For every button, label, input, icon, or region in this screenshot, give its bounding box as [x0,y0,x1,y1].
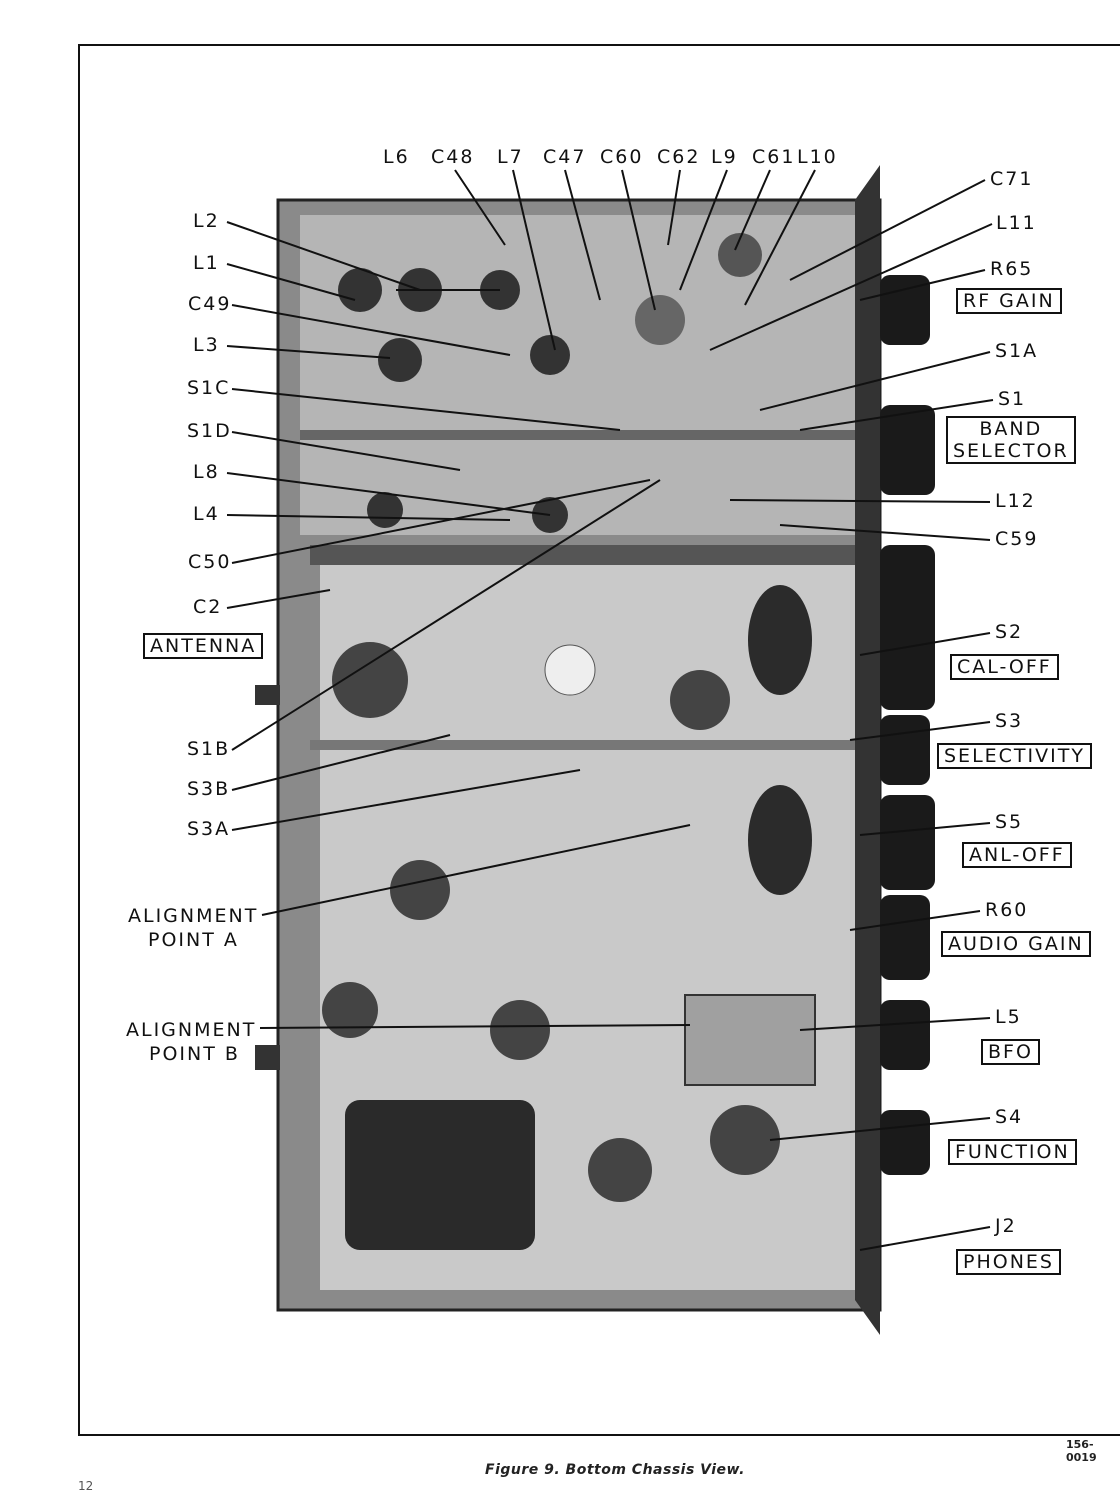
control-label-anl-off: ANL-OFF [962,842,1072,868]
leader-line [779,524,991,541]
leader-line [759,351,991,411]
callout-l6: L6 [383,146,410,168]
callout-s3a: S3A [187,818,231,840]
leader-line [799,399,994,431]
callout-c48: C48 [431,146,475,168]
leader-line [231,479,651,564]
leader-line [621,169,656,311]
control-label-bfo: BFO [981,1039,1040,1065]
control-label-function: FUNCTION [948,1139,1077,1165]
leader-line [259,1024,691,1029]
callout-c60: C60 [600,146,644,168]
callout-l1: L1 [193,252,220,274]
callout-s3: S3 [995,710,1024,732]
chassis-body [255,165,935,1335]
leader-line [734,169,771,251]
callout-c47: C47 [543,146,587,168]
leader-line [667,169,681,246]
leader-line [231,769,581,831]
leader-line [709,223,993,351]
control-label-antenna: ANTENNA [143,633,264,659]
callout-s3b: S3B [187,778,231,800]
leader-line [231,734,451,791]
callout-alignment-point-a-sub: POINT A [148,929,239,951]
leader-line [799,1017,991,1031]
callout-s1d: S1D [187,420,232,442]
leader-line [849,721,991,741]
leader-line [744,169,816,306]
leader-line [226,589,331,609]
leader-line [226,221,421,291]
callout-s1a: S1A [995,340,1039,362]
callout-l7: L7 [497,146,524,168]
leader-line [849,910,981,931]
control-label-rf-gain: RF GAIN [956,288,1062,314]
control-label-phones: PHONES [956,1249,1061,1275]
leader-line [859,1226,991,1251]
leader-line [226,472,551,516]
leader-line [512,169,556,351]
callout-s1: S1 [998,388,1027,410]
control-label-cal-off: CAL-OFF [950,654,1059,680]
leader-line [226,263,356,301]
leader-line [231,304,511,356]
leader-line [859,632,991,656]
callout-s1b: S1B [187,738,231,760]
leader-line [679,169,728,291]
leader-line [231,388,621,431]
leader-line [729,499,991,503]
leader-line [859,822,991,836]
figure-frame [78,44,1120,1436]
callout-s5: S5 [995,811,1024,833]
callout-c50: C50 [188,551,232,573]
control-label-selectivity: SELECTIVITY [937,743,1092,769]
callout-s1c: S1C [187,377,231,399]
leader-lines [226,169,994,1251]
callout-r65: R65 [990,258,1034,280]
callout-l11: L11 [996,212,1037,234]
callout-l10: L10 [797,146,838,168]
control-label-band-selector: BAND SELECTOR [946,416,1076,464]
callout-c61: C61 [752,146,796,168]
leader-line [231,431,461,471]
callout-s4: S4 [995,1106,1024,1128]
callout-l3: L3 [193,334,220,356]
leader-line [231,479,661,751]
callout-s2: S2 [995,621,1024,643]
callout-alignment-point-a: ALIGNMENT [128,905,259,927]
callout-c71: C71 [990,168,1034,190]
figure-number: 156-0019 [1066,1438,1097,1464]
callout-c62: C62 [657,146,701,168]
callout-alignment-point-b: ALIGNMENT [126,1019,257,1041]
callout-j2: J2 [995,1215,1017,1237]
leader-line [226,345,391,359]
callout-l4: L4 [193,503,220,525]
leader-line [859,269,986,301]
callout-l8: L8 [193,461,220,483]
leader-line [261,824,691,916]
leader-line [226,514,511,521]
callout-c59: C59 [995,528,1039,550]
callout-l9: L9 [711,146,738,168]
callout-l5: L5 [995,1006,1022,1028]
leader-line [564,169,601,301]
figure-caption: Figure 9. Bottom Chassis View. [485,1462,745,1478]
callout-r60: R60 [985,899,1029,921]
callout-alignment-point-b-sub: POINT B [149,1043,240,1065]
leader-line [769,1117,991,1141]
callout-l2: L2 [193,210,220,232]
callout-c49: C49 [188,293,232,315]
chassis-photo [226,165,994,1335]
callout-l12: L12 [995,490,1036,512]
page-number: 12 [78,1479,94,1493]
callout-c2: C2 [193,596,223,618]
leader-line [789,179,986,281]
leader-line [454,169,506,246]
control-label-audio-gain: AUDIO GAIN [941,931,1091,957]
